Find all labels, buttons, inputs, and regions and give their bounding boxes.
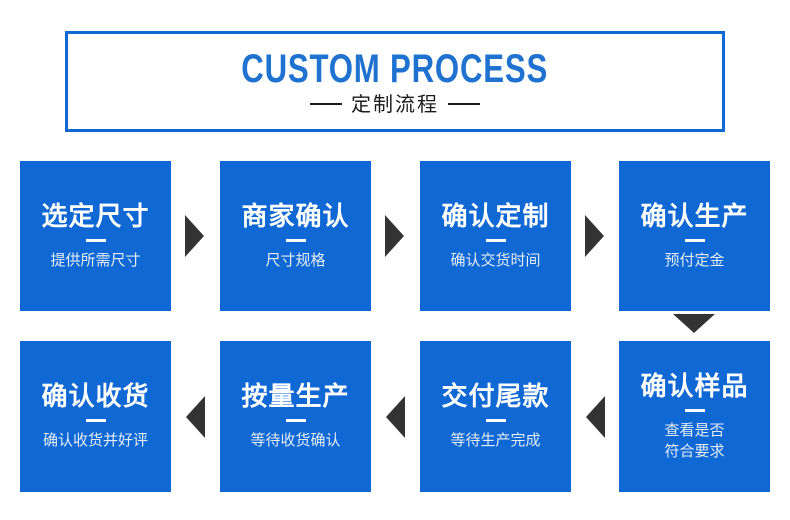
divider-dash-icon: [485, 419, 506, 422]
arrow-left-icon: [386, 396, 405, 438]
arrow-right-icon: [585, 215, 604, 257]
arrow-right-icon: [385, 215, 404, 257]
rule-left-icon: [310, 103, 342, 105]
step-subtitle: 尺寸规格: [265, 250, 326, 269]
step-title: 确认生产: [640, 201, 749, 232]
step-card-2[interactable]: 商家确认 尺寸规格: [220, 161, 371, 311]
step-card-1[interactable]: 选定尺寸 提供所需尺寸: [20, 161, 171, 311]
step-title: 确认定制: [441, 201, 550, 232]
subtitle-group: 定制流程: [310, 93, 480, 115]
divider-dash-icon: [285, 419, 306, 422]
arrow-down-icon: [673, 314, 715, 333]
step-subtitle: 预付定金: [664, 250, 725, 269]
arrow-left-icon: [586, 396, 605, 438]
arrow-left-icon: [186, 396, 205, 438]
header-banner: CUSTOM PROCESS 定制流程: [65, 31, 725, 132]
step-title: 确认样品: [640, 371, 749, 402]
rule-right-icon: [448, 103, 480, 105]
step-card-5[interactable]: 确认样品 查看是否 符合要求: [619, 341, 770, 492]
step-subtitle: 确认收货并好评: [42, 431, 148, 449]
step-card-8[interactable]: 确认收货 确认收货并好评: [20, 341, 171, 492]
header-content: CUSTOM PROCESS 定制流程: [68, 34, 722, 129]
step-subtitle: 等待收货确认: [250, 431, 341, 449]
divider-dash-icon: [485, 238, 506, 242]
divider-dash-icon: [684, 408, 705, 412]
step-title: 交付尾款: [441, 382, 550, 412]
step-subtitle: 查看是否: [664, 420, 725, 439]
step-subtitle-line2: 符合要求: [664, 441, 725, 460]
divider-dash-icon: [684, 238, 705, 242]
step-title: 商家确认: [241, 201, 350, 232]
step-title: 选定尺寸: [41, 201, 150, 232]
step-title: 确认收货: [41, 382, 150, 412]
step-title: 按量生产: [241, 382, 350, 412]
divider-dash-icon: [85, 419, 106, 422]
step-subtitle: 确认交货时间: [450, 250, 541, 269]
divider-dash-icon: [85, 238, 106, 242]
step-subtitle: 等待生产完成: [450, 431, 541, 449]
step-subtitle: 提供所需尺寸: [50, 250, 141, 269]
arrow-right-icon: [185, 215, 204, 257]
step-card-7[interactable]: 按量生产 等待收货确认: [220, 341, 371, 492]
step-card-4[interactable]: 确认生产 预付定金: [619, 161, 770, 311]
step-card-6[interactable]: 交付尾款 等待生产完成: [420, 341, 571, 492]
divider-dash-icon: [285, 238, 306, 242]
page-subtitle: 定制流程: [351, 92, 439, 116]
page-title: CUSTOM PROCESS: [241, 47, 549, 91]
step-card-3[interactable]: 确认定制 确认交货时间: [420, 161, 571, 311]
